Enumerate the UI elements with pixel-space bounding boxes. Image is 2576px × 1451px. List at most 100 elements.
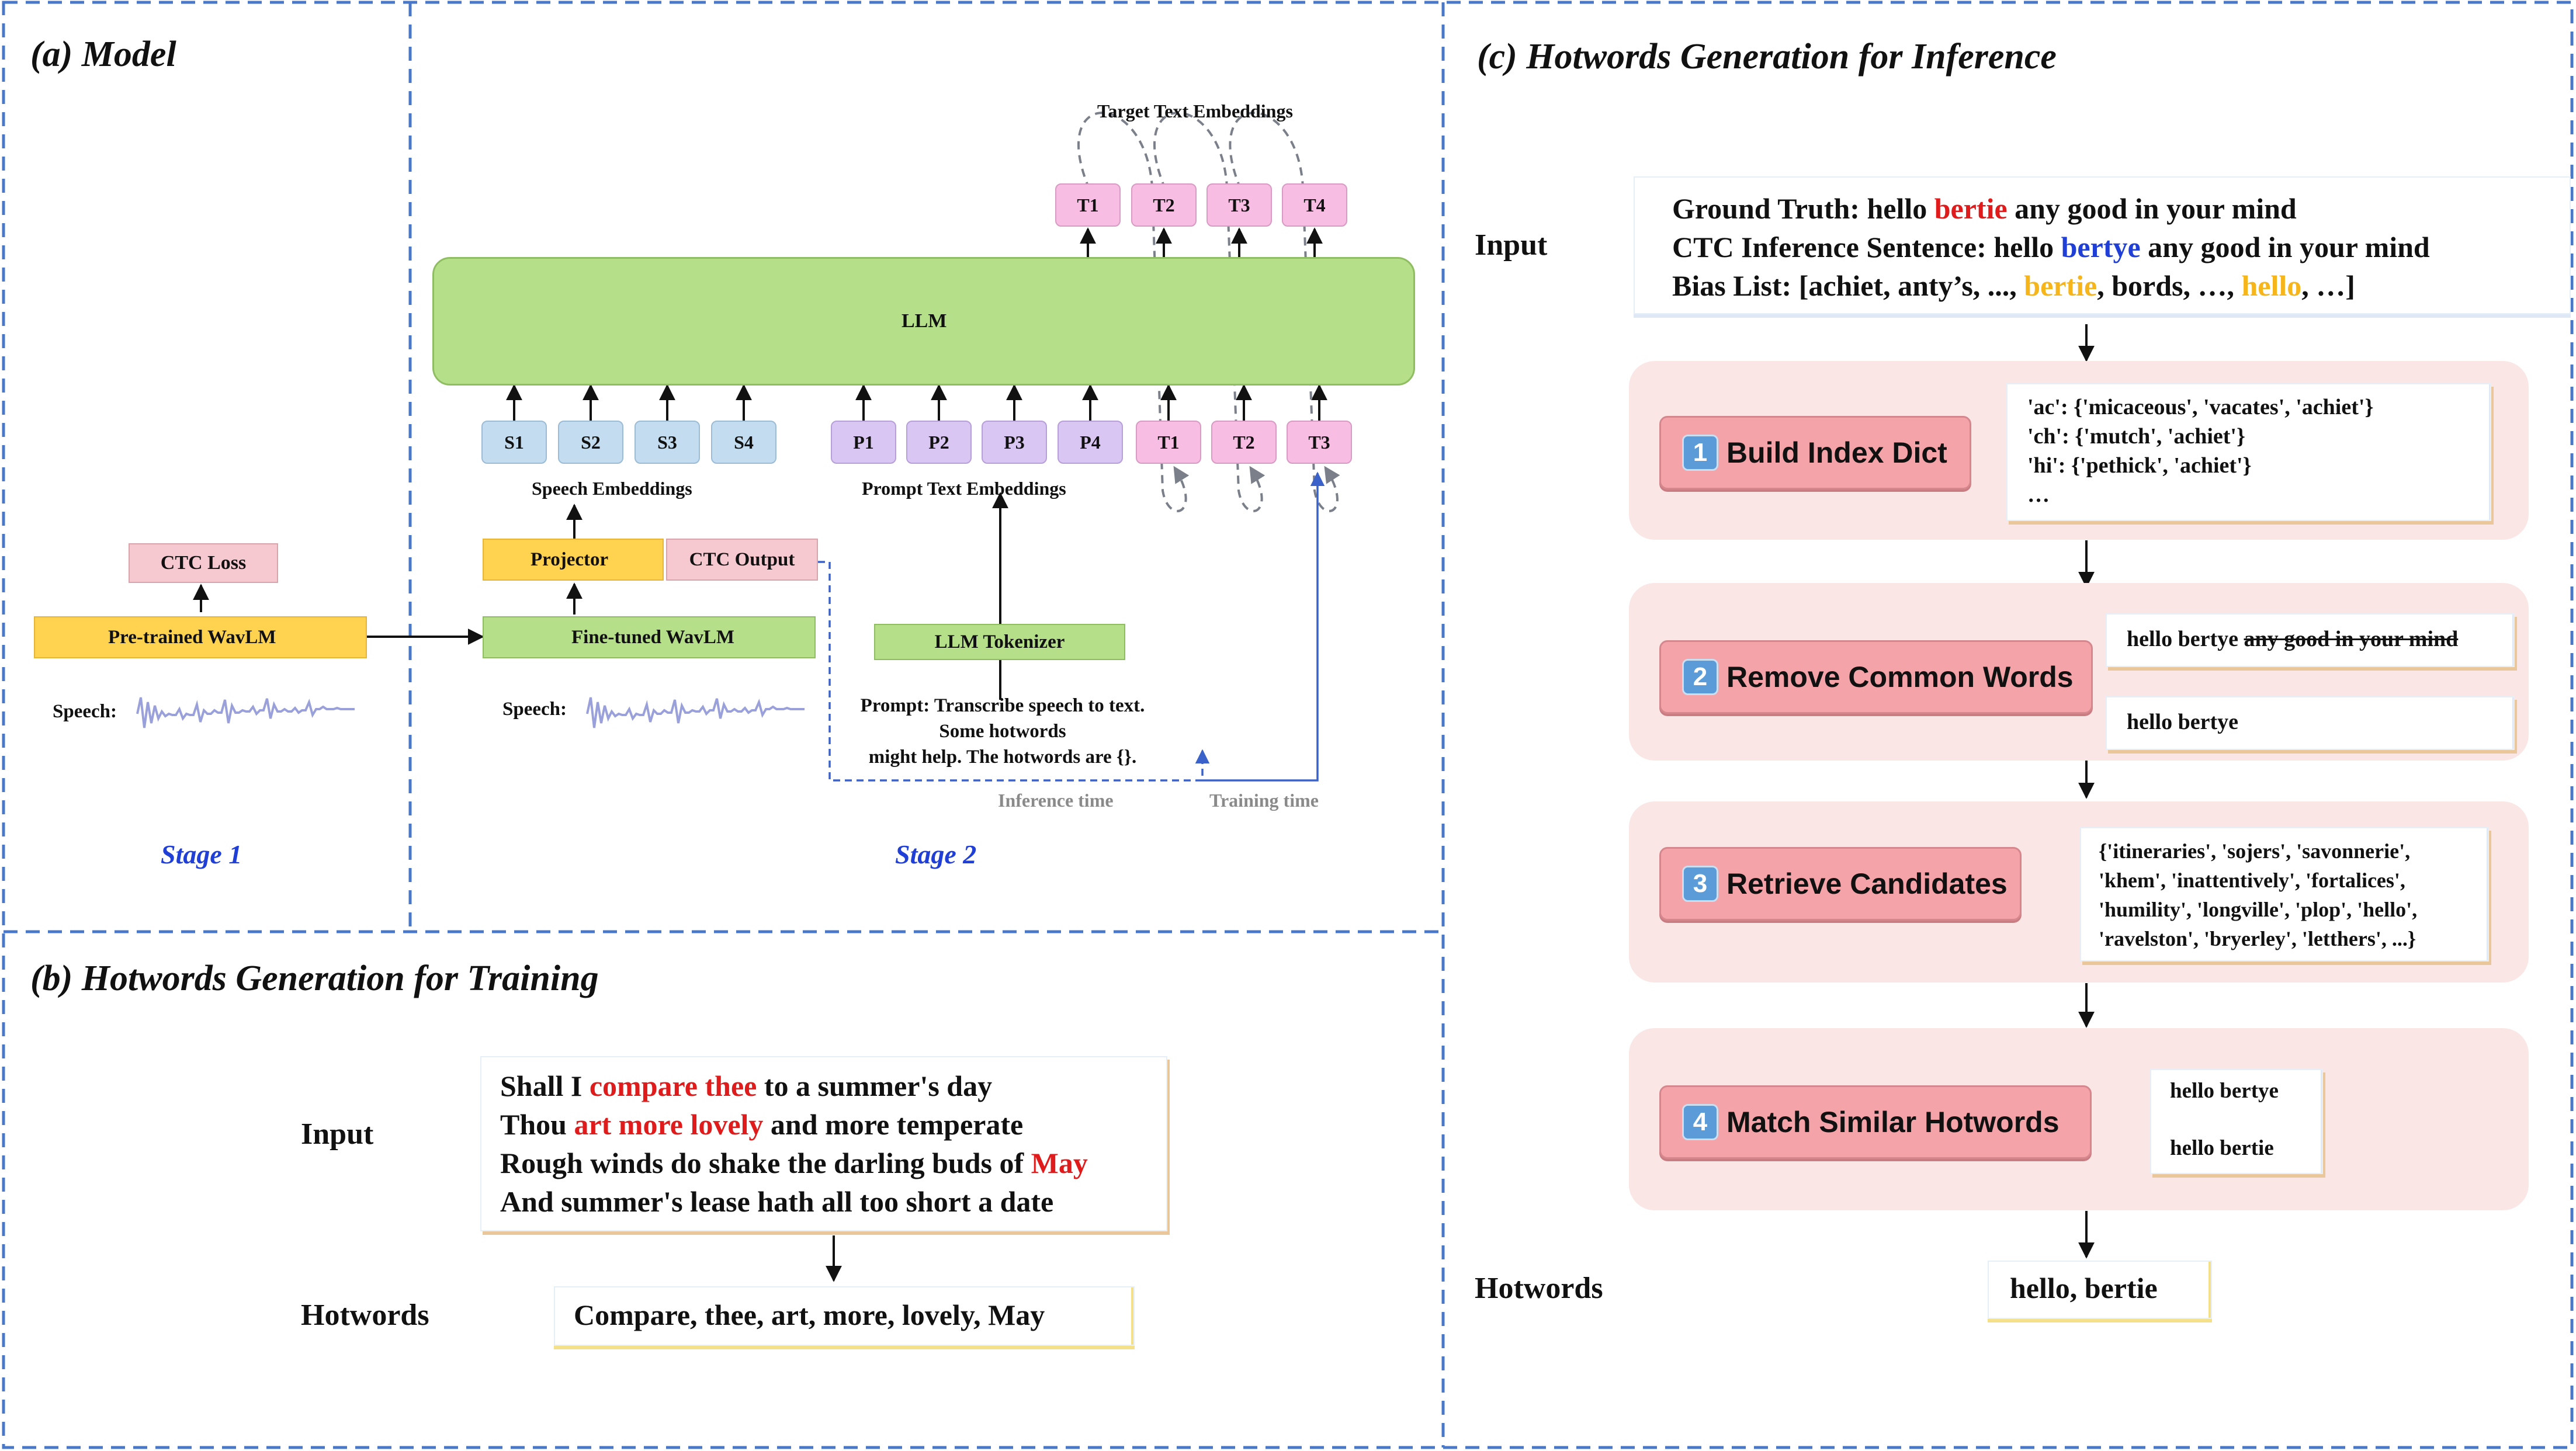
section-b-title: (b) Hotwords Generation for Training [30, 959, 599, 998]
stage2-label: Stage 2 [895, 839, 977, 869]
candidates-line-1: {'itineraries', 'sojers', 'savonnerie', [2099, 839, 2411, 863]
section-a-title: (a) Model [30, 34, 176, 74]
inference-input-card: Ground Truth: hello bertie any good in y… [1634, 176, 2571, 314]
inference-input-segment: , …] [2301, 269, 2355, 302]
p-token-4: P4 [1058, 421, 1123, 464]
training-input-segment: and more temperate [763, 1108, 1024, 1141]
remove-common-card-2: hello bertye [2106, 696, 2515, 750]
training-input-line-2: Thou art more lovely and more temperate [500, 1105, 1166, 1144]
index-dict-line-1: 'ac': {'micaceous', 'vacates', 'achiet'} [2027, 395, 2374, 419]
speech-label-stage1: Speech: [53, 701, 117, 722]
inference-input-segment: , bords, …, [2097, 269, 2242, 302]
match-top: hello bertye [2170, 1079, 2279, 1103]
section-c-title: (c) Hotwords Generation for Inference [1477, 37, 2057, 77]
prompt-text-embeddings-label: Prompt Text Embeddings [862, 478, 1066, 499]
ctc-loss-box: CTC Loss [129, 543, 278, 583]
inference-input-segment: bertie [1934, 192, 2008, 225]
p-token-1: P1 [831, 421, 896, 464]
candidates-line-3: 'humility', 'longville', 'plop', 'hello'… [2099, 898, 2418, 921]
remove-common-struck: any good in your mind [2244, 627, 2459, 651]
ctc-output-box: CTC Output [666, 539, 818, 581]
training-input-segment: Shall I [500, 1070, 590, 1102]
prompt-line-2: might help. The hotwords are {}. [868, 747, 1137, 768]
t-output-token-3: T3 [1206, 183, 1272, 227]
input-label-b: Input [301, 1117, 374, 1151]
inference-input-segment: CTC Inference Sentence: hello [1672, 231, 2061, 263]
inference-input-segment: bertye [2061, 231, 2141, 263]
training-input-segment: compare thee [589, 1070, 757, 1102]
llm-box: LLM [432, 257, 1415, 386]
waveform-stage1 [136, 697, 355, 728]
inference-time-label: Inference time [998, 790, 1114, 811]
inference-input-line-3: Bias List: [achiet, anty’s, ..., bertie,… [1672, 266, 2570, 305]
inference-input-segment: any good in your mind [2007, 192, 2297, 225]
t-output-token-4: T4 [1282, 183, 1347, 227]
index-dict-line-4: … [2027, 482, 2050, 507]
waveform-stage2 [586, 697, 805, 728]
finetuned-wavlm-box: Fine-tuned WavLM [483, 616, 816, 658]
hotwords-label-c: Hotwords [1475, 1272, 1603, 1305]
step2-number: 2 [1682, 659, 1718, 695]
autoregressive-loops [1077, 112, 1340, 512]
training-input-segment: to a summer's day [757, 1070, 993, 1102]
speech-embeddings-label: Speech Embeddings [532, 478, 692, 499]
training-input-line-4: And summer's lease hath all too short a … [500, 1182, 1166, 1221]
pretrained-wavlm-box: Pre-trained WavLM [34, 616, 367, 658]
target-text-embeddings-label: Target Text Embeddings [1097, 100, 1293, 122]
training-input-segment: art more lovely [574, 1108, 764, 1141]
training-input-segment: Thou [500, 1108, 574, 1141]
remove-common-card-1: hello bertye any good in your mind [2106, 613, 2515, 667]
training-input-line-1: Shall I compare thee to a summer's day [500, 1067, 1166, 1105]
training-time-label: Training time [1209, 790, 1319, 811]
inference-input-segment: hello [2241, 269, 2302, 302]
stage1-label: Stage 1 [161, 839, 242, 869]
inference-input-segment: any good in your mind [2140, 231, 2430, 263]
index-dict-card: 'ac': {'micaceous', 'vacates', 'achiet'}… [2006, 383, 2491, 521]
s-token-3: S3 [635, 421, 700, 464]
step1-number: 1 [1682, 435, 1718, 471]
inference-input-segment: Ground Truth: hello [1672, 192, 1934, 225]
inference-input-lines: Ground Truth: hello bertie any good in y… [1672, 189, 2570, 305]
inference-input-segment: Bias List: [achiet, anty’s, ..., [1672, 269, 2024, 302]
prompt-line-1: Prompt: Transcribe speech to text. Some … [860, 695, 1145, 742]
training-input-segment: May [1031, 1147, 1088, 1179]
s-token-2: S2 [558, 421, 623, 464]
step4-number: 4 [1682, 1104, 1718, 1140]
match-card: hello bertye hello bertie [2150, 1069, 2323, 1174]
t-output-token-2: T2 [1131, 183, 1197, 227]
s-token-1: S1 [481, 421, 547, 464]
p-token-2: P2 [906, 421, 972, 464]
training-hotwords-card: Compare, thee, art, more, lovely, May [554, 1286, 1135, 1346]
remove-common-kept: hello bertye [2127, 627, 2244, 651]
speech-label-stage2: Speech: [502, 699, 567, 720]
t-input-token-2: T2 [1211, 421, 1277, 464]
llm-tokenizer-box: LLM Tokenizer [874, 624, 1125, 660]
hotwords-label-b: Hotwords [301, 1299, 429, 1332]
t-input-token-1: T1 [1136, 421, 1201, 464]
step3-label: Retrieve Candidates [1726, 867, 2008, 900]
step1-label: Build Index Dict [1726, 436, 1947, 469]
candidates-card: {'itineraries', 'sojers', 'savonnerie', … [2080, 827, 2489, 961]
index-dict-line-3: 'hi': {'pethick', 'achiet'} [2027, 453, 2252, 478]
training-input-segment: Rough winds do shake the darling buds of [500, 1147, 1031, 1179]
prompt-text: Prompt: Transcribe speech to text. Some … [839, 693, 1166, 770]
candidates-line-4: 'ravelston', 'bryerley', 'letthers', ...… [2099, 927, 2416, 950]
match-bottom: hello bertie [2170, 1136, 2274, 1160]
step3-number: 3 [1682, 866, 1718, 902]
s-token-4: S4 [711, 421, 776, 464]
inference-input-segment: bertie [2024, 269, 2097, 302]
candidates-line-2: 'khem', 'inattentively', 'fortalices', [2099, 869, 2405, 892]
inference-hotwords-card: hello, bertie [1988, 1261, 2212, 1319]
step4-label: Match Similar Hotwords [1726, 1106, 2060, 1138]
training-input-segment: And summer's lease hath all too short a … [500, 1185, 1054, 1218]
step2-label: Remove Common Words [1726, 661, 2074, 693]
input-label-c: Input [1475, 228, 1548, 262]
p-token-3: P3 [982, 421, 1047, 464]
llm-label: LLM [902, 310, 947, 332]
projector-box: Projector [483, 539, 664, 581]
